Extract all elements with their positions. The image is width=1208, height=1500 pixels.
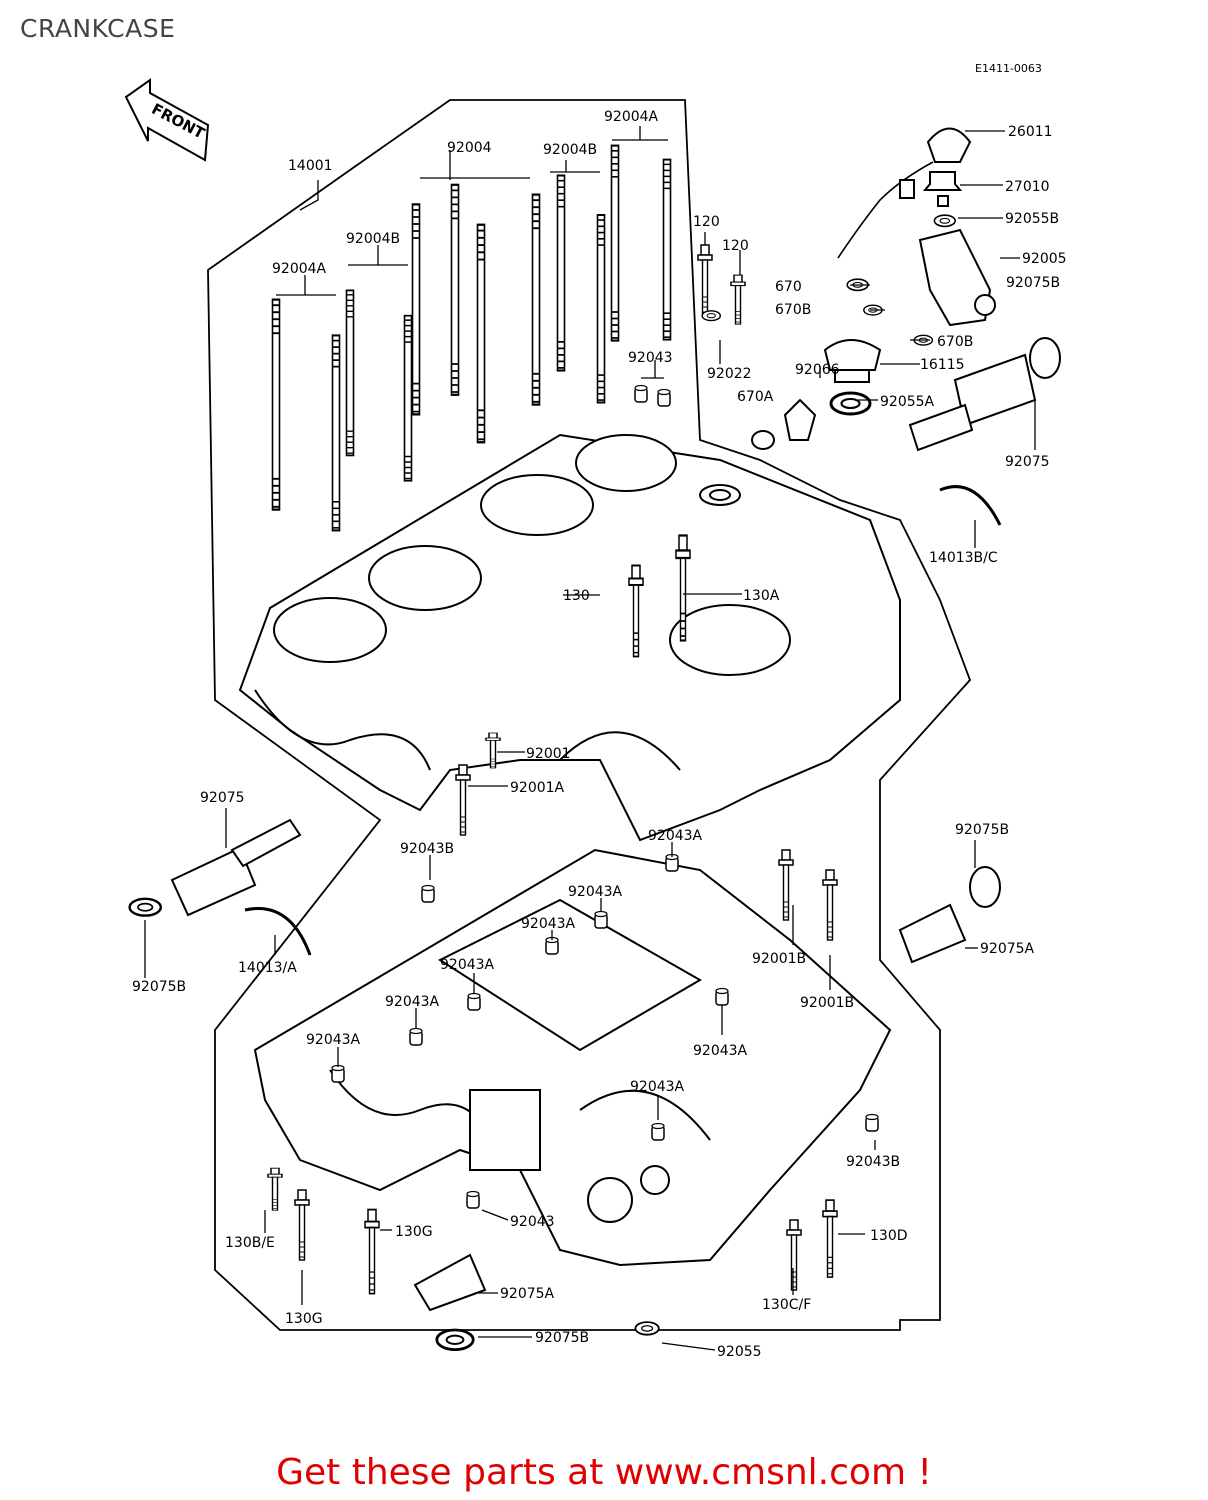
label-92005: 92005 xyxy=(1022,251,1067,267)
label-92043a-4: 92043A xyxy=(440,957,495,973)
label-92043b-right: 92043B xyxy=(846,1154,900,1170)
page-title: CRANKCASE xyxy=(20,14,176,43)
shaft-parts xyxy=(170,353,1037,1312)
label-92075a-bottom: 92075A xyxy=(500,1286,555,1302)
label-130be: 130B/E xyxy=(225,1235,275,1251)
part-labels: E1411-0063 14001 92004 92004A 92004B 920… xyxy=(132,62,1067,1360)
label-92043a-6: 92043A xyxy=(306,1032,361,1048)
label-92075b-mid: 92075B xyxy=(955,822,1009,838)
label-92066: 92066 xyxy=(795,362,840,378)
label-670b-a: 670B xyxy=(775,302,811,318)
label-14013bc: 14013B/C xyxy=(929,550,998,566)
label-670a: 670A xyxy=(737,389,774,405)
footer-shop-link[interactable]: Get these parts at www.cmsnl.com ! xyxy=(276,1452,932,1493)
diagram-code: E1411-0063 xyxy=(975,62,1042,75)
label-92001b-b: 92001B xyxy=(800,995,854,1011)
label-92043a-1: 92043A xyxy=(648,828,703,844)
label-92004a-left: 92004A xyxy=(272,261,327,277)
label-92001a: 92001A xyxy=(510,780,565,796)
label-92055: 92055 xyxy=(717,1344,762,1360)
label-130: 130 xyxy=(563,588,590,604)
label-92004: 92004 xyxy=(447,140,492,156)
label-130g-a: 130G xyxy=(395,1224,433,1240)
label-26011: 26011 xyxy=(1008,124,1053,140)
leader-lines xyxy=(144,126,1036,1351)
label-670: 670 xyxy=(775,279,802,295)
label-92075-right: 92075 xyxy=(1005,454,1050,470)
label-14001: 14001 xyxy=(288,158,333,174)
label-130a: 130A xyxy=(743,588,780,604)
label-130g-b: 130G xyxy=(285,1311,323,1327)
label-92001b-a: 92001B xyxy=(752,951,806,967)
label-92043-top: 92043 xyxy=(628,350,673,366)
label-92043-bottom: 92043 xyxy=(510,1214,555,1230)
label-92075b-bottom: 92075B xyxy=(535,1330,589,1346)
lower-crankcase xyxy=(253,848,892,1267)
label-130d: 130D xyxy=(870,1228,908,1244)
label-92004a-top: 92004A xyxy=(604,109,659,125)
label-92075a-right: 92075A xyxy=(980,941,1035,957)
label-670b-b: 670B xyxy=(937,334,973,350)
label-92075b-right: 92075B xyxy=(1006,275,1060,291)
front-arrow-icon: FRONT xyxy=(124,78,210,162)
label-92043b-left: 92043B xyxy=(400,841,454,857)
label-92004b-left: 92004B xyxy=(346,231,400,247)
assembly-outline xyxy=(207,99,972,1331)
label-120-a: 120 xyxy=(693,214,720,230)
oil-pressure-switch-assembly xyxy=(783,127,996,441)
label-92043a-5: 92043A xyxy=(385,994,440,1010)
label-92004b-top: 92004B xyxy=(543,142,597,158)
label-92055b: 92055B xyxy=(1005,211,1059,227)
label-92043a-3: 92043A xyxy=(521,916,576,932)
upper-crankcase xyxy=(238,433,901,842)
label-92043a-7: 92043A xyxy=(693,1043,748,1059)
label-92001: 92001 xyxy=(526,746,571,762)
washers-and-seals xyxy=(128,214,1061,1351)
label-92043a-8: 92043A xyxy=(630,1079,685,1095)
label-92075b-left: 92075B xyxy=(132,979,186,995)
label-16115: 16115 xyxy=(920,357,965,373)
label-130cf: 130C/F xyxy=(762,1297,811,1313)
label-120-b: 120 xyxy=(722,238,749,254)
label-92022: 92022 xyxy=(707,366,752,382)
label-27010: 27010 xyxy=(1005,179,1050,195)
label-92055a: 92055A xyxy=(880,394,935,410)
label-92075-left: 92075 xyxy=(200,790,245,806)
label-14013a: 14013/A xyxy=(238,960,297,976)
label-92043a-2: 92043A xyxy=(568,884,623,900)
